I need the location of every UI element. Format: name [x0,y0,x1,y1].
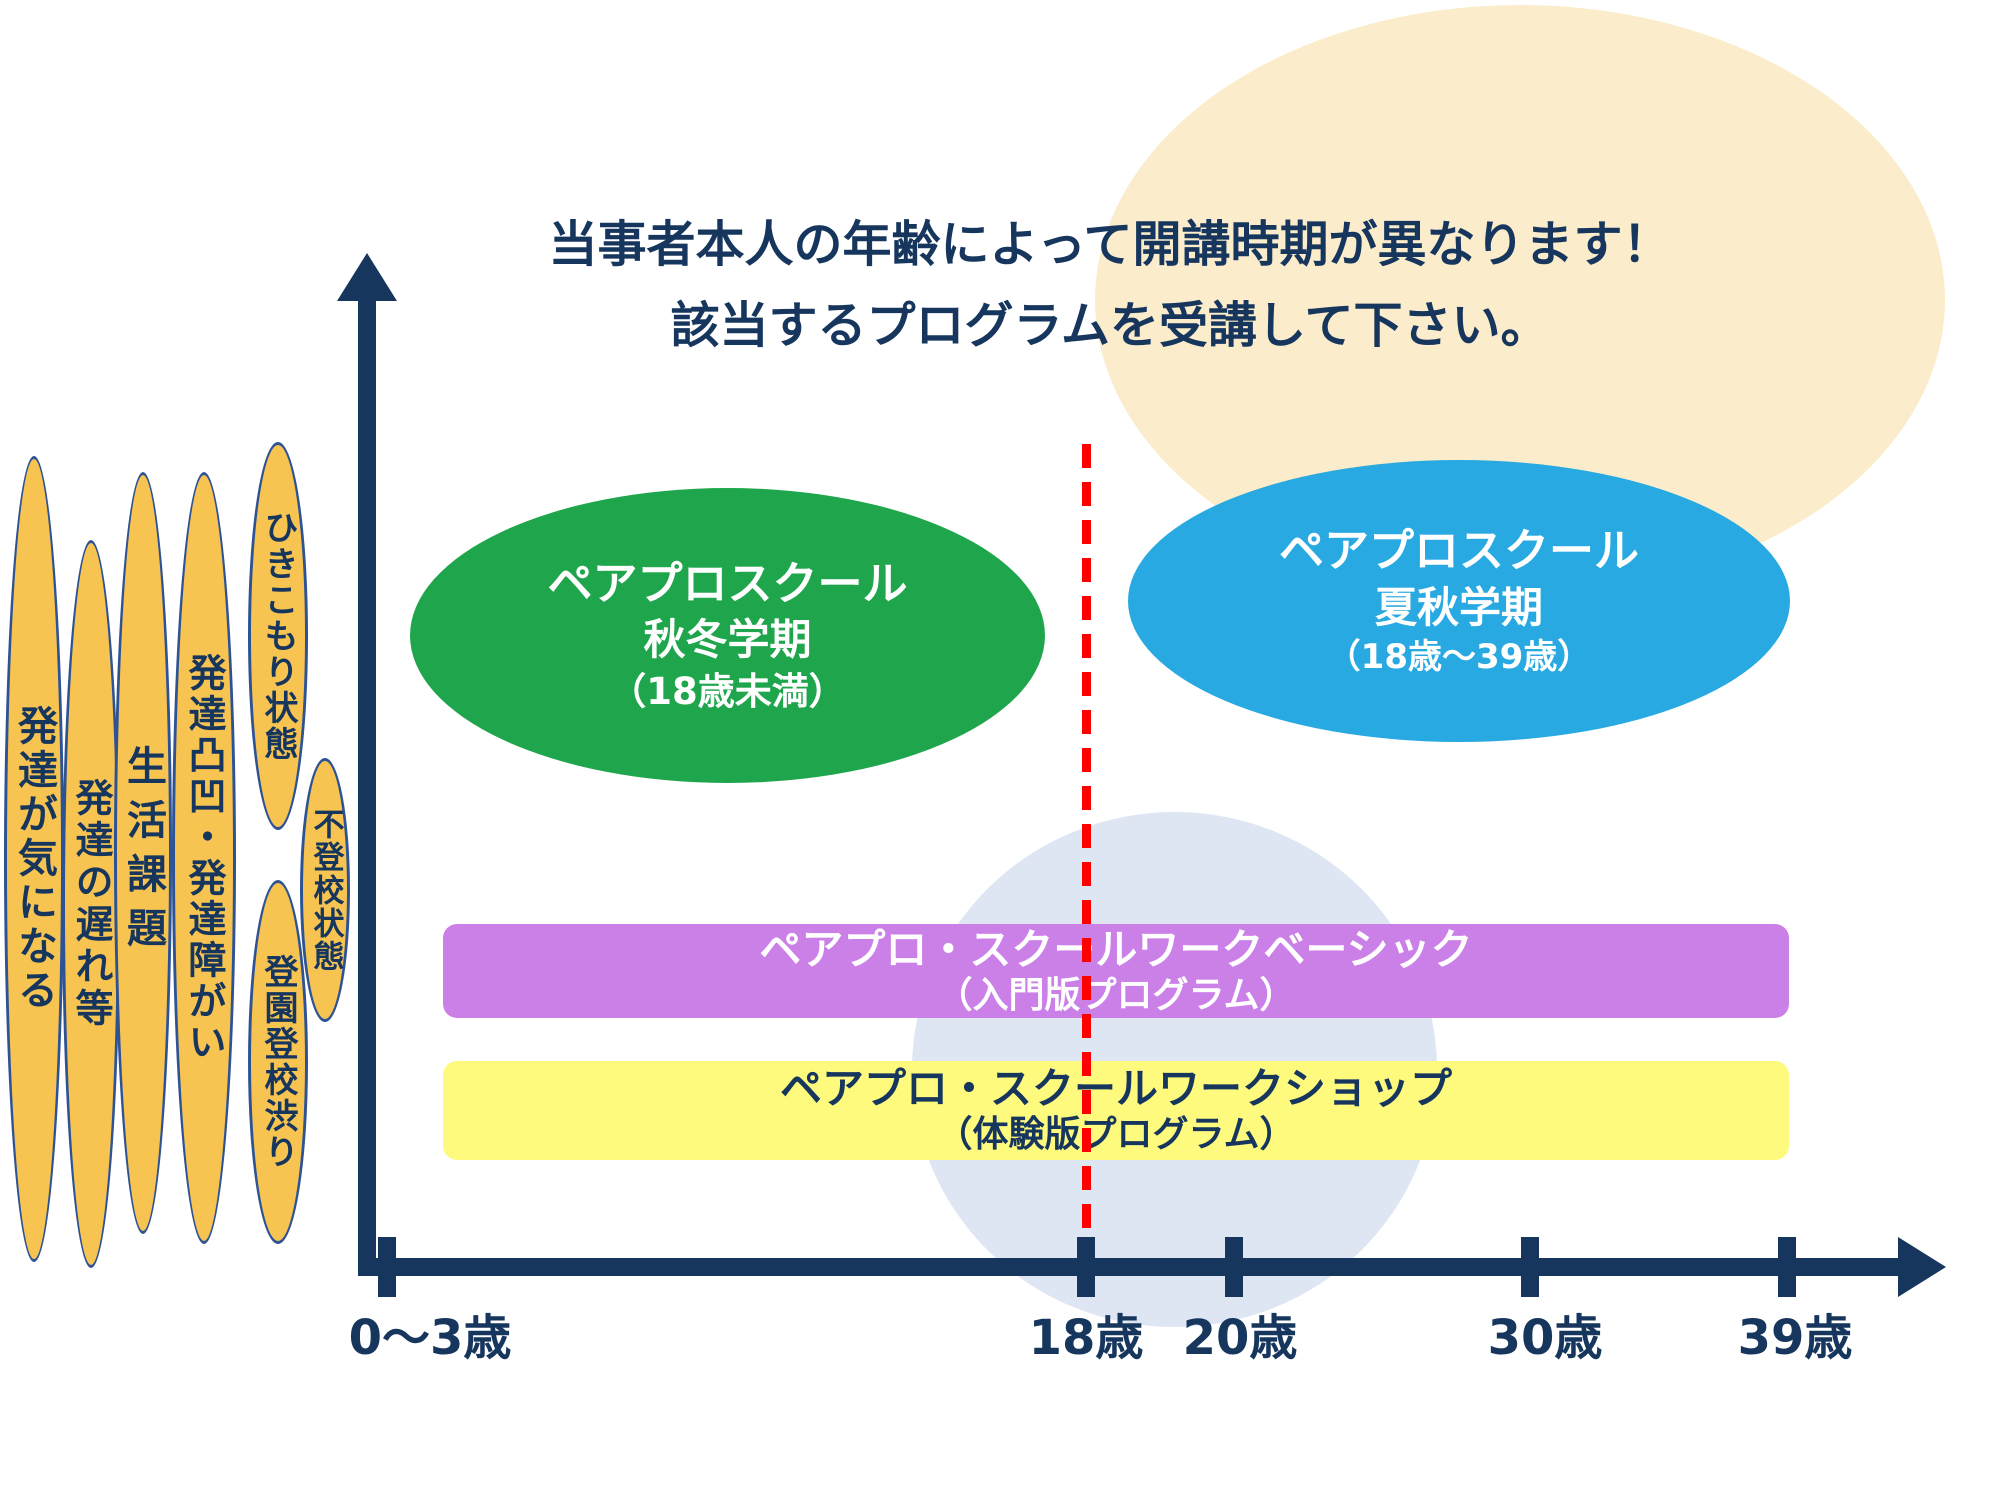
horizontal-axis-arrowhead [1898,1237,1946,1297]
concern-ellipse-school-reluctance: 登園登校渋り [248,880,308,1244]
axis-tick-18 [1077,1237,1095,1297]
program-autumn-winter-age: （18歳未満） [609,670,846,713]
axis-label-20: 20歳 [1182,1310,1298,1366]
program-ellipse-summer-autumn: ペアプロスクール 夏秋学期 （18歳～39歳） [1128,460,1790,742]
concern-ellipse-development-worry: 発達が気になる [4,456,64,1262]
axis-label-0-3: 0～3歳 [348,1310,512,1366]
concern-label-development-worry: 発達が気になる [11,705,57,1013]
program-basic-subtitle: （入門版プログラム） [936,974,1296,1016]
program-ellipse-autumn-winter: ペアプロスクール 秋冬学期 （18歳未満） [410,488,1045,783]
title-line-2: 該当するプログラムを受講して下さい。 [670,296,1550,354]
program-workshop-name: ペアプロ・スクールワークショップ [779,1064,1452,1114]
axis-tick-30 [1521,1237,1539,1297]
concern-label-development-unevenness: 発達凸凹・発達障がい [182,653,226,1063]
diagram-title: 当事者本人の年齢によって開講時期が異なります！ 該当するプログラムを受講して下さ… [480,205,1740,367]
program-autumn-winter-term: 秋冬学期 [643,615,812,665]
program-autumn-winter-name: ペアプロスクール [547,556,908,610]
concern-label-life-issues: 生活課題 [120,745,166,961]
axis-tick-20 [1225,1237,1243,1297]
concern-label-hikikomori: ひきこもり状態 [258,510,298,762]
vertical-axis-arrowhead [337,253,397,301]
concern-label-development-delay: 発達の遅れ等 [69,778,113,1030]
axis-label-39: 39歳 [1737,1310,1853,1366]
concern-ellipse-life-issues: 生活課題 [114,472,172,1234]
program-workshop-subtitle: （体験版プログラム） [936,1114,1296,1156]
horizontal-age-axis [358,1258,1903,1276]
program-summer-autumn-name: ペアプロスクール [1278,524,1639,578]
concern-ellipse-development-unevenness: 発達凸凹・発達障がい [172,472,236,1244]
axis-tick-0-3 [378,1237,396,1297]
program-summer-autumn-term: 夏秋学期 [1374,582,1543,632]
axis-label-30: 30歳 [1487,1310,1603,1366]
vertical-axis [358,295,376,1275]
concern-ellipse-development-delay: 発達の遅れ等 [62,540,120,1268]
age-18-divider-dashed-line [1082,444,1091,1244]
program-bar-workshop: ペアプロ・スクールワークショップ （体験版プログラム） [443,1061,1789,1160]
concern-ellipse-school-refusal: 不登校状態 [300,758,350,1022]
program-summer-autumn-age: （18歳～39歳） [1326,637,1592,678]
title-line-1: 当事者本人の年齢によって開講時期が異なります！ [548,216,1672,273]
program-bar-basic: ペアプロ・スクールワークベーシック （入門版プログラム） [443,924,1789,1018]
concern-label-school-reluctance: 登園登校渋り [258,954,298,1170]
concern-label-school-refusal: 不登校状態 [307,807,344,973]
axis-label-18: 18歳 [1028,1310,1144,1366]
program-basic-name: ペアプロ・スクールワークベーシック [759,924,1473,974]
concern-ellipse-hikikomori: ひきこもり状態 [248,442,308,830]
axis-tick-39 [1778,1237,1796,1297]
